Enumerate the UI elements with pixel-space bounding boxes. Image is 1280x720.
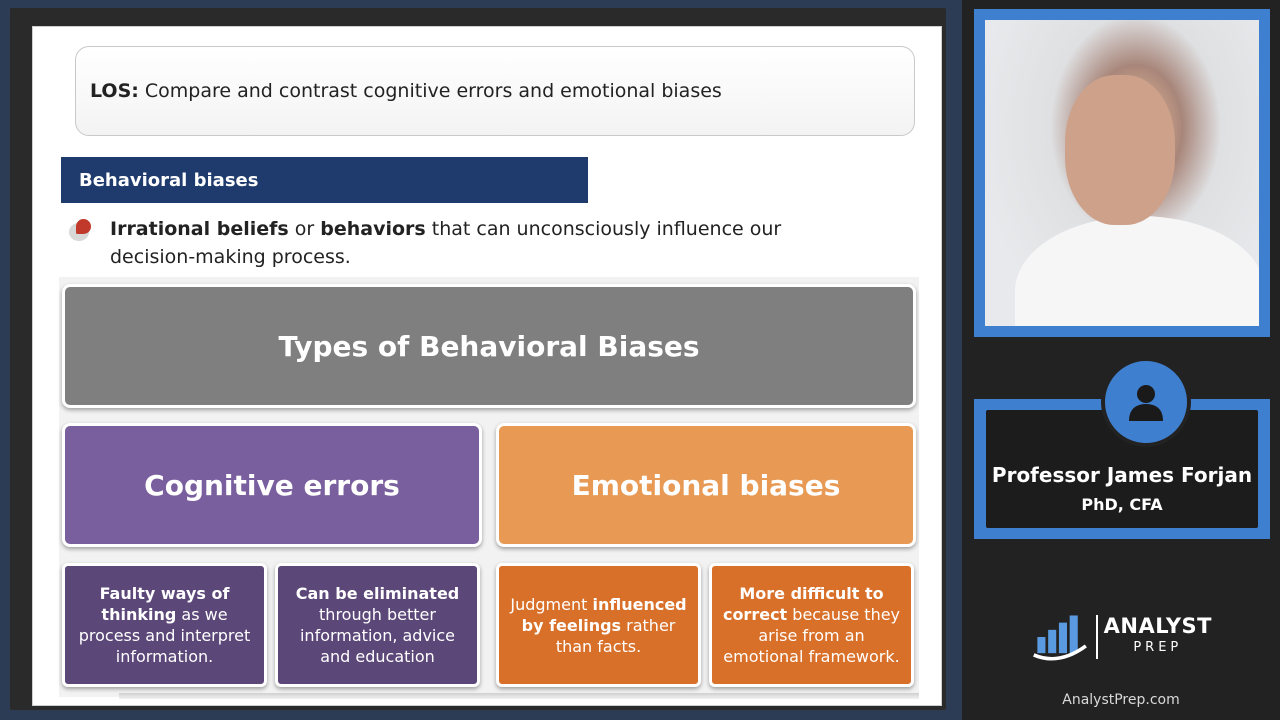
emotional-leaf-2: More difficult to correct because they a…: [709, 563, 914, 687]
site-url[interactable]: AnalystPrep.com: [1062, 692, 1180, 708]
cognitive-leaf-1: Faulty ways of thinking as we process an…: [62, 563, 267, 687]
slide: LOS: Compare and contrast cognitive erro…: [32, 26, 942, 706]
cognitive-leaf-2: Can be eliminated through better informa…: [275, 563, 480, 687]
leaf2-rest: through better information, advice and e…: [299, 605, 456, 666]
leaf3-rest: rather than facts.: [555, 615, 676, 656]
name-card: Professor James Forjan PhD, CFA: [974, 399, 1270, 539]
logo-top: ANALYST: [1103, 614, 1212, 638]
bullet-bold-2: behaviors: [320, 218, 426, 240]
bullet-bold-1: Irrational beliefs: [110, 218, 289, 240]
bar-chart-logo-icon: [1033, 615, 1087, 661]
bullet-rest: that can unconsciously influence our dec…: [110, 218, 782, 268]
presenter-video: [985, 20, 1259, 326]
presenter-head: [1065, 75, 1175, 225]
leaf4-rest: because they arise from an emotional fra…: [723, 605, 901, 666]
emotional-biases-box: Emotional biases: [496, 423, 916, 547]
los-label: LOS:: [90, 80, 139, 102]
analystprep-logo: ANALYST PREP: [1032, 605, 1212, 669]
section-header: Behavioral biases: [61, 157, 588, 203]
bullet-item: Irrational beliefs or behaviors that can…: [69, 215, 869, 271]
slide-frame: LOS: Compare and contrast cognitive erro…: [10, 8, 946, 710]
los-text: Compare and contrast cognitive errors an…: [144, 80, 722, 102]
leaf4-bold: More difficult to correct: [722, 584, 884, 624]
bullet-text: Irrational beliefs or behaviors that can…: [110, 215, 869, 271]
leaf3-pre: Judgment: [510, 594, 593, 614]
user-avatar-icon: [1101, 357, 1191, 447]
leaf3-bold: influenced by feelings: [521, 594, 687, 635]
presenter-shirt: [1015, 216, 1259, 326]
logo-bottom: PREP: [1133, 640, 1183, 655]
cognitive-errors-box: Cognitive errors: [62, 423, 482, 547]
logo-text: ANALYST PREP: [1095, 614, 1212, 659]
bias-diagram: Types of Behavioral Biases Cognitive err…: [59, 277, 919, 699]
diagram-shadow: [119, 693, 919, 699]
webcam-frame: [974, 9, 1270, 337]
bullet-connector: or: [288, 218, 321, 240]
diagram-root-box: Types of Behavioral Biases: [62, 284, 916, 408]
los-box: LOS: Compare and contrast cognitive erro…: [75, 46, 915, 136]
emotional-leaf-1: Judgment influenced by feelings rather t…: [496, 563, 701, 687]
presenter-panel: Professor James Forjan PhD, CFA ANALYST …: [962, 0, 1280, 720]
presenter-credentials: PhD, CFA: [1081, 495, 1163, 514]
leaf1-rest: as we process and interpret information.: [78, 605, 251, 666]
presenter-name: Professor James Forjan: [991, 463, 1253, 487]
leaf2-bold: Can be eliminated: [295, 584, 460, 603]
leaf1-bold: Faulty ways of thinking: [99, 584, 230, 624]
bullet-icon: [69, 219, 91, 241]
